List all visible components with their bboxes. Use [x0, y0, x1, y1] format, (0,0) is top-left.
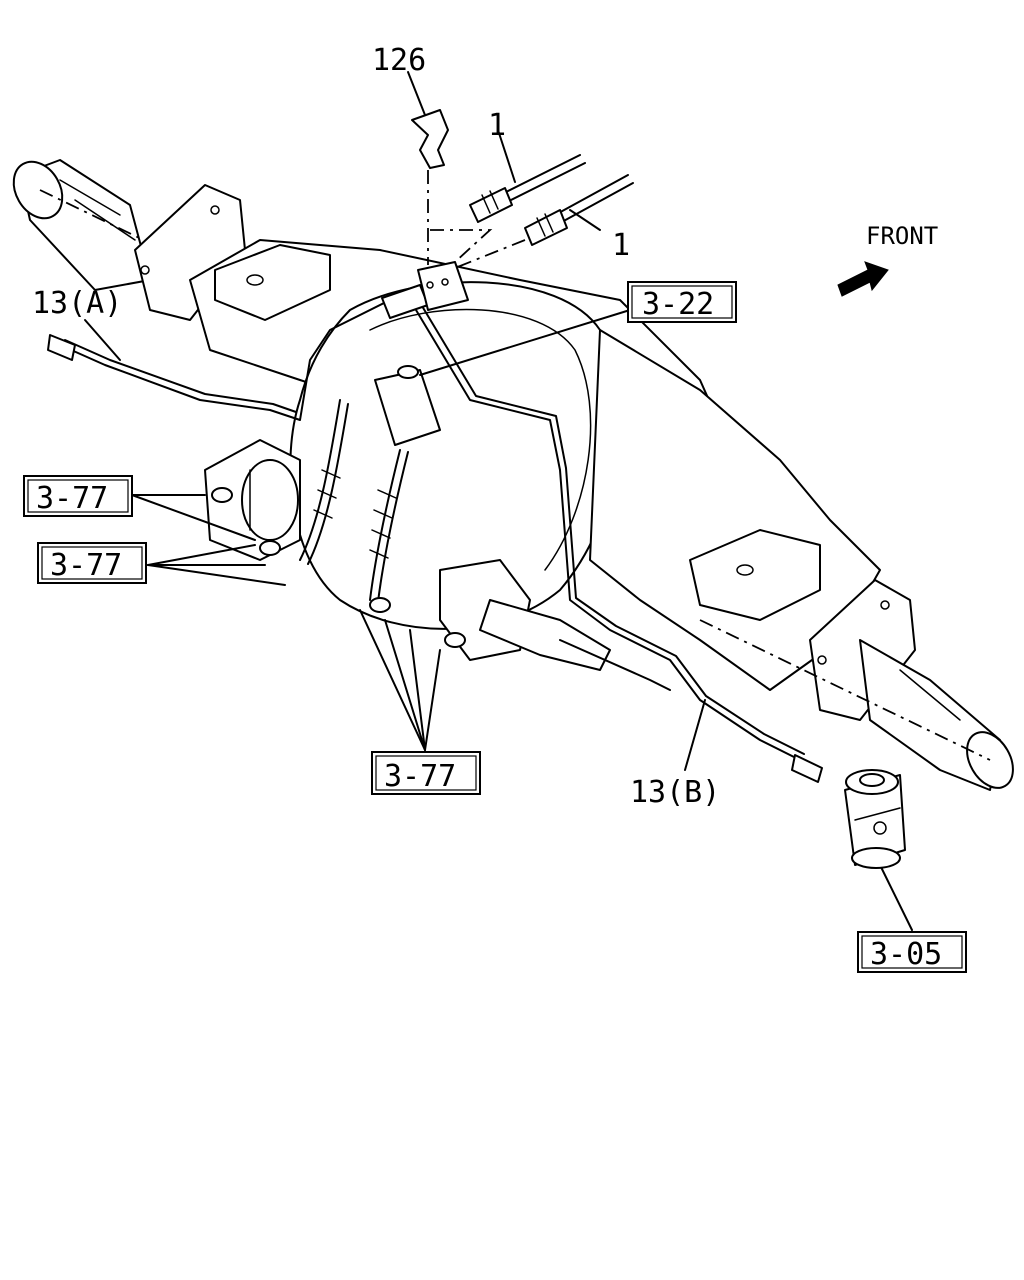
ref-box-3-77-top[interactable]: 3-77: [23, 475, 133, 517]
label-pipe-13b: 13(B): [630, 775, 720, 810]
label-hose-1-left: 1: [488, 108, 506, 143]
ref-3-77-bottom-text: 3-77: [384, 759, 456, 794]
ref-box-3-77-mid[interactable]: 3-77: [37, 542, 147, 584]
ref-3-77-top-text: 3-77: [36, 481, 108, 516]
front-arrow: [837, 261, 889, 297]
label-pipe-13a: 13(A): [32, 286, 122, 321]
ref-3-22-text: 3-22: [642, 287, 714, 322]
label-front: FRONT: [866, 222, 938, 250]
label-126: 126: [372, 43, 426, 78]
brake-pipes: [47, 261, 823, 783]
label-hose-1-right: 1: [612, 228, 630, 263]
ref-3-77-mid-text: 3-77: [50, 548, 122, 583]
hose-1-group: [430, 129, 634, 269]
ref-box-3-77-bottom[interactable]: 3-77: [371, 751, 481, 795]
leader-lines: [84, 309, 913, 931]
wheel-cylinders: [211, 365, 671, 691]
axle-housing: [12, 159, 1014, 791]
part-3-05-cylinder: [844, 769, 906, 869]
clip-126: [407, 71, 449, 265]
ref-box-3-22[interactable]: 3-22: [627, 281, 737, 323]
ref-box-3-05[interactable]: 3-05: [857, 931, 967, 973]
ref-3-05-text: 3-05: [870, 937, 942, 972]
